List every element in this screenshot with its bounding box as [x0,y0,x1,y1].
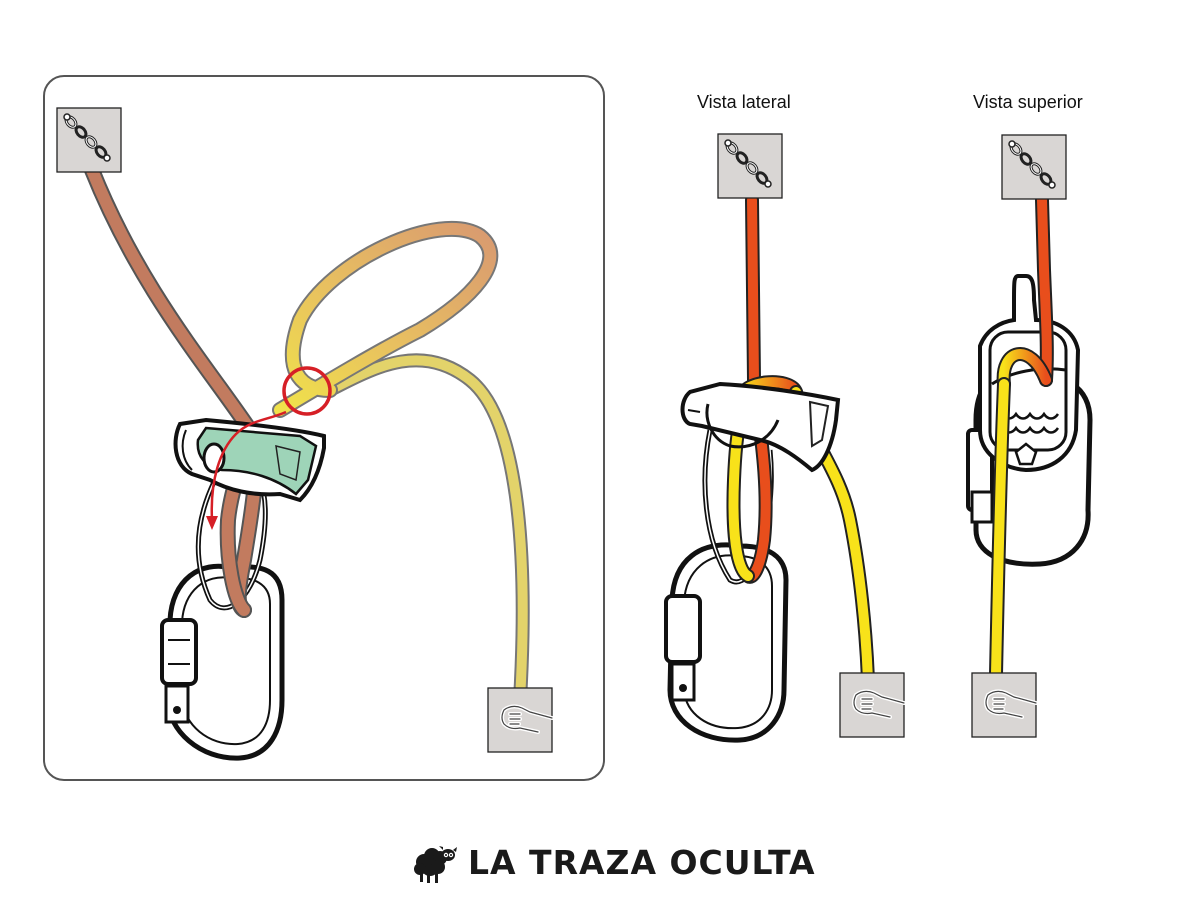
lateral-anchor-chain-icon [716,132,784,200]
highlight-circle [282,366,332,416]
locking-carabiner [160,563,285,761]
superior-hand-grip-icon [970,671,1038,739]
sheep-icon [414,846,457,883]
lateral-hand-grip-icon [838,671,906,739]
lateral-view-label: Vista lateral [697,92,791,112]
direction-arrow [210,410,287,521]
belay-device [173,417,326,503]
superior-anchor-chain-icon [1000,133,1068,201]
lateral-belay-device [680,381,841,473]
anchor-chain-icon [55,106,123,174]
brand-name: LA TRAZA OCULTA [468,842,816,882]
top-view-label: Vista superior [973,92,1083,112]
lateral-carabiner [664,542,789,743]
superior-belay-device [978,274,1081,473]
brand-logo: LA TRAZA OCULTA [412,836,816,888]
hand-grip-icon [486,686,554,754]
